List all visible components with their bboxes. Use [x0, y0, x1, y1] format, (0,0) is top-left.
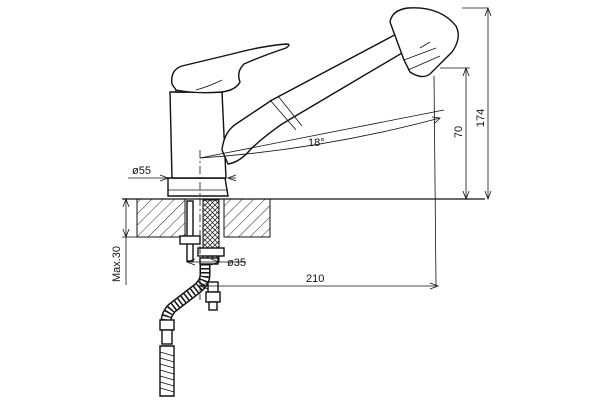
dim-174: 174 [475, 109, 487, 127]
mounting-hardware [159, 199, 225, 397]
lever-handle [171, 43, 290, 94]
dimension-lines [122, 6, 492, 300]
pull-out-spout [221, 7, 459, 165]
countertop [122, 198, 485, 238]
dim-max-30: Max.30 [111, 246, 123, 282]
dim-210: 210 [306, 273, 324, 285]
dim-diameter-35: ø35 [227, 257, 246, 269]
dim-70: 70 [453, 126, 465, 138]
dimension-labels: 174 70 18° ø55 ø35 210 Max.30 [111, 109, 487, 285]
dim-diameter-55: ø55 [132, 165, 151, 177]
dim-18-degrees: 18° [308, 137, 325, 149]
faucet-body [167, 78, 229, 197]
